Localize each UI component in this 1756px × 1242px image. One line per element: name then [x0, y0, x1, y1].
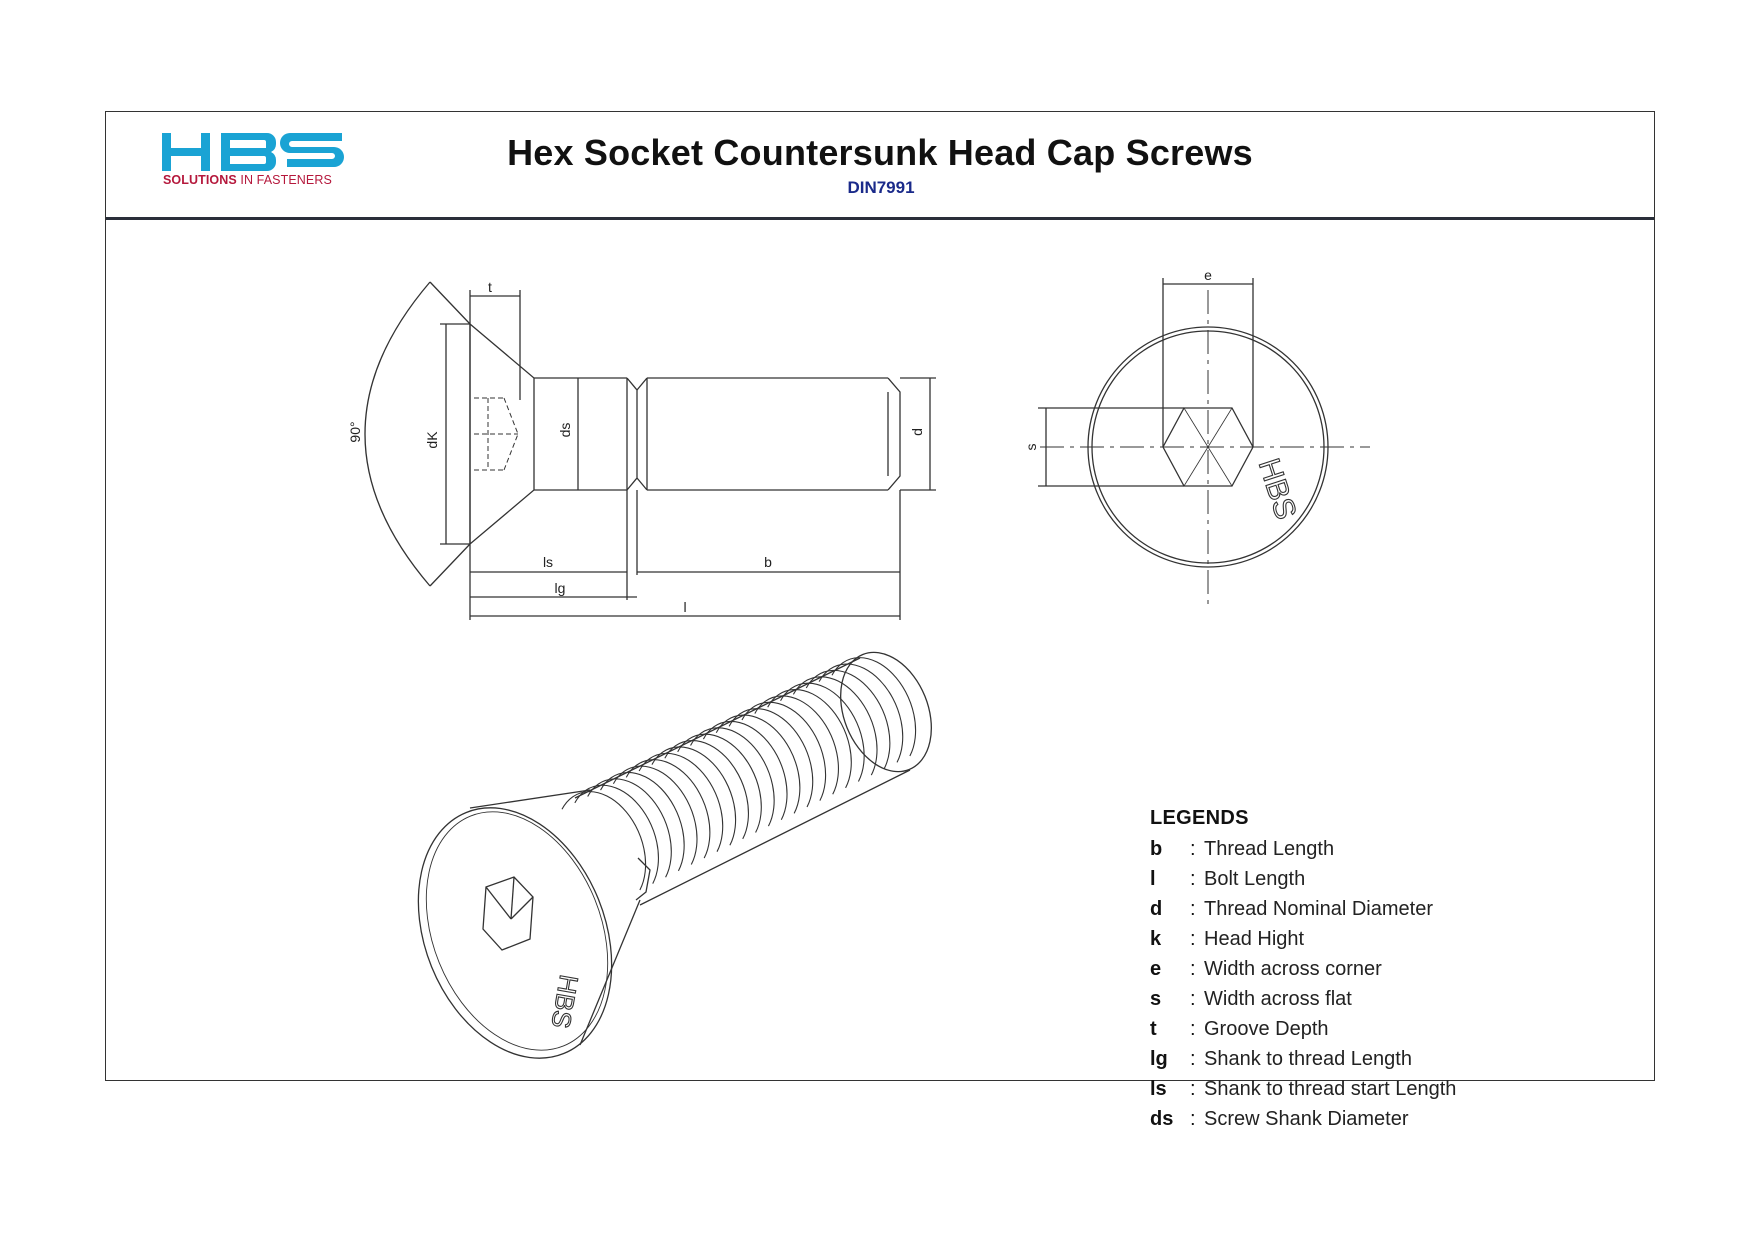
- iso-view: [417, 651, 932, 1059]
- legend-key: e: [1150, 957, 1162, 980]
- dim-label-e: e: [1204, 267, 1212, 283]
- legend-description: Head Hight: [1204, 927, 1305, 950]
- legend-key: k: [1150, 927, 1162, 950]
- legend-description: Width across corner: [1204, 957, 1382, 980]
- thread-crest: [715, 714, 801, 814]
- legend-description: Groove Depth: [1204, 1017, 1329, 1040]
- page-title: Hex Socket Countersunk Head Cap Screws: [507, 132, 1253, 173]
- legend-item: s: Width across flat: [1150, 984, 1570, 1014]
- title-block: SOLUTIONS IN FASTENERS Hex Socket Counte…: [106, 112, 1654, 220]
- thread-crest: [818, 663, 904, 763]
- thread-crest: [728, 708, 814, 808]
- legend-description: Screw Shank Diameter: [1204, 1107, 1409, 1130]
- dim-label-lg: lg: [555, 580, 566, 596]
- legend-description: Thread Nominal Diameter: [1204, 897, 1433, 920]
- thread-crest: [767, 689, 852, 789]
- legend-item: d: Thread Nominal Diameter: [1150, 894, 1570, 924]
- legend-key: ls: [1150, 1077, 1167, 1100]
- top-view: [1038, 278, 1370, 606]
- legend-key: b: [1150, 837, 1163, 860]
- dim-label-b: b: [764, 554, 772, 570]
- standard-number: DIN7991: [847, 178, 915, 197]
- legend-separator: :: [1190, 987, 1196, 1010]
- logo-tagline: SOLUTIONS IN FASTENERS: [163, 173, 332, 187]
- legend-item: k: Head Hight: [1150, 924, 1570, 954]
- dim-label-t: t: [488, 279, 492, 295]
- angle-label: 90°: [347, 421, 363, 442]
- legend-description: Bolt Length: [1204, 867, 1306, 890]
- legend-key: lg: [1150, 1047, 1168, 1070]
- thread-crest: [561, 791, 647, 891]
- legend-item: lg: Shank to thread Length: [1150, 1044, 1570, 1074]
- legend-separator: :: [1190, 837, 1196, 860]
- thread-crest: [792, 676, 878, 776]
- dim-label-ls: ls: [543, 554, 553, 570]
- legend-key: d: [1150, 897, 1163, 920]
- legend-item: ds: Screw Shank Diameter: [1150, 1104, 1570, 1134]
- thread-crest: [741, 701, 827, 801]
- iso-head-face: [417, 807, 613, 1059]
- iso-thread-end: [840, 651, 932, 773]
- logo-tagline-bold: SOLUTIONS: [163, 173, 237, 187]
- thread-crest: [612, 765, 698, 865]
- legend-key: ds: [1150, 1107, 1174, 1130]
- legend-separator: :: [1190, 1047, 1196, 1070]
- top-view-head-marking: HBS: [1252, 455, 1302, 524]
- iso-head-marking: HBS: [545, 973, 584, 1031]
- iso-thread-lines: [561, 657, 917, 891]
- dim-label-s: s: [1023, 444, 1039, 451]
- legend-item: ls: Shank to thread start Length: [1150, 1074, 1570, 1104]
- legend-separator: :: [1190, 1107, 1196, 1130]
- dim-label-dk: dK: [424, 431, 440, 449]
- legend: LEGENDS b: Thread Length l: Bolt Length d: Th…: [1150, 807, 1570, 1134]
- legend-description: Shank to thread start Length: [1204, 1077, 1457, 1100]
- dim-label-ds: ds: [557, 423, 573, 438]
- iso-hex-socket: [482, 876, 534, 951]
- thread-crest: [780, 682, 865, 782]
- legend-item: b: Thread Length: [1150, 834, 1570, 864]
- legend-separator: :: [1190, 867, 1196, 890]
- legend-key: t: [1150, 1017, 1157, 1040]
- legend-key: s: [1150, 987, 1162, 1010]
- legend-separator: :: [1190, 1077, 1196, 1100]
- thread-crest: [702, 720, 788, 821]
- thread-crest: [664, 740, 749, 840]
- thread-crest: [625, 759, 711, 859]
- legend-list: b: Thread Length l: Bolt Length d: Thread Nom…: [1150, 834, 1570, 1134]
- thread-crest: [805, 669, 891, 769]
- legend-description: Shank to thread Length: [1204, 1047, 1412, 1070]
- thread-crest: [638, 752, 724, 852]
- dim-label-l: l: [683, 599, 686, 615]
- legend-separator: :: [1190, 927, 1196, 950]
- side-view: [364, 281, 936, 620]
- hbs-logo: SOLUTIONS IN FASTENERS: [161, 130, 351, 194]
- angle-arc: [364, 281, 431, 587]
- legend-item: t: Groove Depth: [1150, 1014, 1570, 1044]
- legend-separator: :: [1190, 957, 1196, 980]
- legend-title: LEGENDS: [1150, 807, 1249, 829]
- dim-label-d: d: [909, 428, 925, 436]
- center-lines: [1040, 290, 1370, 606]
- thread-crest: [754, 695, 839, 795]
- legend-separator: :: [1190, 1017, 1196, 1040]
- thread-crest: [574, 784, 659, 884]
- socket-hidden-lines: [474, 397, 519, 471]
- legend-item: l: Bolt Length: [1150, 864, 1570, 894]
- drawing-sheet: SOLUTIONS IN FASTENERS Hex Socket Counte…: [105, 111, 1655, 1130]
- thread-crest: [600, 771, 685, 872]
- logo-tagline-rest: IN FASTENERS: [240, 173, 332, 187]
- thread-crest: [690, 727, 775, 827]
- legend-description: Width across flat: [1204, 987, 1352, 1010]
- legend-description: Thread Length: [1204, 837, 1335, 860]
- legend-item: e: Width across corner: [1150, 954, 1570, 984]
- legend-separator: :: [1190, 897, 1196, 920]
- hbs-logo-mark: [162, 133, 344, 171]
- thread-crest: [587, 778, 672, 878]
- thread-crest: [677, 733, 762, 833]
- thread-crest: [651, 746, 737, 846]
- thread-crest: [831, 657, 917, 757]
- legend-key: l: [1150, 867, 1156, 890]
